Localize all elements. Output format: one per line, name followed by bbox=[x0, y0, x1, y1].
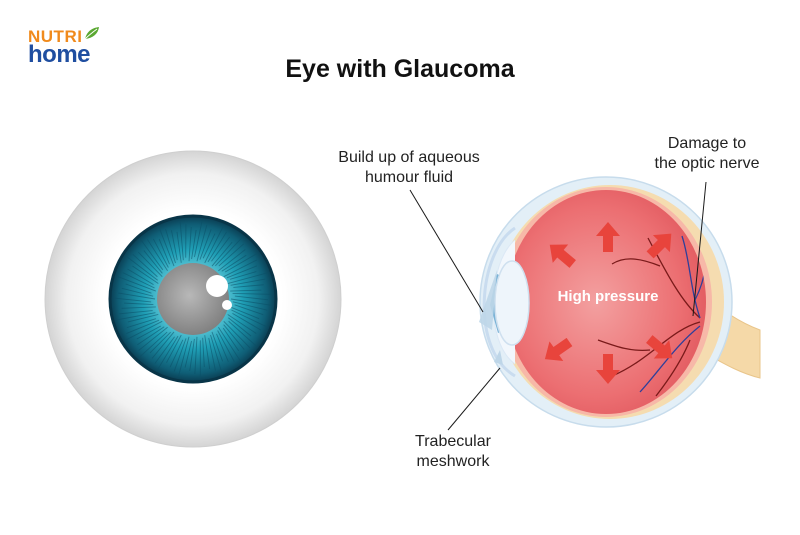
eye-highlight-small bbox=[222, 300, 232, 310]
eye-highlight-large bbox=[206, 275, 228, 297]
brand-logo: NUTRI home bbox=[28, 26, 100, 67]
pressure-arrow-icon bbox=[596, 354, 620, 384]
pressure-arrow-icon bbox=[549, 244, 576, 268]
brand-line2: home bbox=[28, 41, 91, 68]
leader-line-damage bbox=[692, 181, 707, 317]
pressure-arrow-icon bbox=[596, 222, 620, 252]
leader-line-aqueous bbox=[409, 189, 484, 313]
leaf-icon bbox=[84, 26, 100, 43]
pressure-arrow-icon bbox=[646, 335, 673, 359]
label-trabecular-meshwork: Trabecular meshwork bbox=[415, 433, 491, 470]
page-title: Eye with Glaucoma bbox=[285, 55, 515, 83]
label-optic-nerve-damage: Damage to the optic nerve bbox=[654, 135, 760, 172]
pupil bbox=[157, 263, 229, 335]
label-aqueous-buildup: Build up of aqueous humour fluid bbox=[338, 149, 480, 186]
front-eyeball bbox=[44, 150, 342, 448]
leader-line-trabecular bbox=[447, 367, 501, 431]
pressure-arrows bbox=[544, 222, 673, 384]
label-high-pressure: High pressure bbox=[557, 288, 659, 305]
pressure-arrow-icon bbox=[646, 233, 672, 259]
lens bbox=[494, 260, 530, 346]
pressure-arrow-icon bbox=[544, 337, 573, 361]
brand-line1: NUTRI bbox=[28, 27, 83, 46]
